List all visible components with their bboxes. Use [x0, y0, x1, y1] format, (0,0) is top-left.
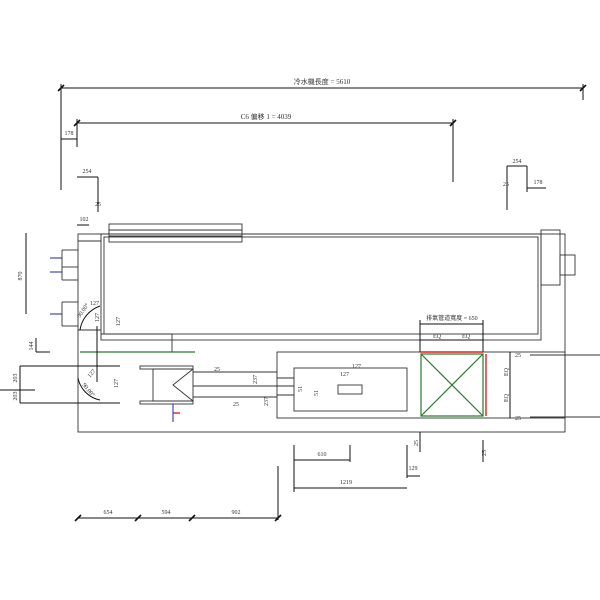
pipe-assembly: 25 25 237 237: [139, 365, 294, 422]
chiller-length-label: 冷水機長度 = 5610: [294, 77, 351, 86]
dim-text: 25: [515, 353, 521, 359]
dim-text: 51: [298, 386, 304, 392]
dim-text: 237: [253, 375, 259, 384]
dim-text: 610: [318, 452, 327, 458]
dim-text: 127: [95, 313, 101, 322]
chiller-body: [77, 223, 576, 433]
dim-text: 129: [409, 466, 418, 472]
dim-text: 178: [65, 131, 74, 137]
dim-text: 25: [482, 450, 488, 456]
dim-text: EQ: [462, 334, 471, 340]
offset-label: C6 偏移 1 = 4039: [241, 112, 292, 121]
dim-text: 178: [534, 180, 543, 186]
dim-text: 144: [29, 342, 35, 351]
dim-text: 127: [114, 379, 120, 388]
exhaust-duct: 排氣管道寬度 = 650 EQ EQ EQ EQ 25 25: [419, 314, 600, 422]
dim-text: EQ: [433, 334, 442, 340]
dim-text: 25: [95, 202, 101, 208]
dim-text: 237: [264, 397, 270, 406]
dim-text: 25: [414, 440, 420, 446]
dim-text: 25: [214, 367, 220, 373]
dim-text: 203: [13, 374, 19, 383]
dim-text: 870: [18, 272, 24, 281]
dim-text: 203: [13, 392, 19, 401]
dim-text: 594: [162, 510, 171, 516]
dim-text: 102: [80, 217, 89, 223]
left-pipe-connections: [50, 249, 78, 327]
dim-text: 127: [352, 364, 361, 370]
dim-text: EQ: [504, 393, 510, 402]
dim-text: EQ: [504, 367, 510, 376]
dim-text: 902: [232, 510, 241, 516]
dim-text: 25: [515, 416, 521, 422]
dim-text: 90.00°: [80, 382, 96, 399]
dim-text: 51: [314, 390, 320, 396]
dim-text: 25: [233, 402, 239, 408]
dim-text: 127: [340, 372, 349, 378]
dimension-chiller-length: 冷水機長度 = 5610: [57, 77, 587, 190]
dimension-offset: C6 偏移 1 = 4039: [73, 112, 457, 182]
dim-text: 127: [116, 317, 122, 326]
dim-text: 25: [503, 182, 509, 188]
dim-text: 654: [104, 510, 113, 516]
dim-text: 254: [513, 159, 522, 165]
dim-text: 127: [90, 301, 99, 307]
bottom-dimensions: 25 25 610 129 1219 654 594 902: [74, 432, 488, 522]
dim-text: 254: [83, 169, 92, 175]
dim-text: 1219: [340, 480, 352, 486]
exhaust-duct-width-label: 排氣管道寬度 = 650: [426, 314, 477, 322]
dim-text: 127: [87, 369, 97, 380]
dimension-small-top: 178 254 25 254 25 178 102: [61, 131, 546, 226]
